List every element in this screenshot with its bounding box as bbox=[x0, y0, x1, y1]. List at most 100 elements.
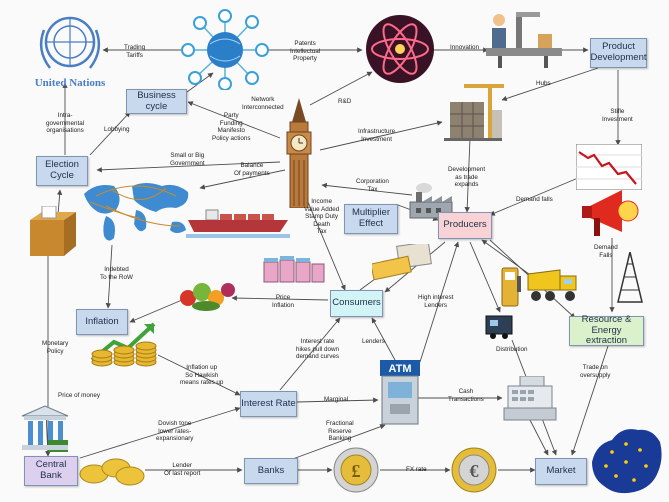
label-trading-tariffs: Trading Tariffs bbox=[124, 44, 146, 59]
arrow-producers-to-consumers bbox=[384, 241, 446, 293]
label-demand-falls-2: Demand Falls bbox=[594, 244, 618, 259]
oil-derrick-icon bbox=[617, 252, 643, 303]
arrow-bigben-to-consumers bbox=[307, 201, 346, 291]
cargo-ship-icon bbox=[186, 209, 290, 238]
label-small-big-government: Small or Big Government bbox=[170, 152, 205, 167]
node-consumers[interactable]: Consumers bbox=[330, 290, 383, 317]
declining-chart-icon bbox=[576, 144, 642, 190]
label-lenders: Lenders bbox=[362, 338, 385, 345]
megaphone-icon bbox=[582, 190, 639, 236]
gold-coins-icon bbox=[79, 458, 145, 486]
shopping-coupon-icon bbox=[372, 244, 432, 280]
node-multiplier-effect[interactable]: Multiplier Effect bbox=[344, 204, 398, 234]
arrow-ballot-to-election bbox=[56, 189, 63, 216]
label-trade-oversupply: Trade on oversupply bbox=[580, 364, 611, 379]
arrow-resource-to-market bbox=[570, 345, 609, 456]
label-marginal: Marginal bbox=[324, 396, 349, 403]
petrol-pump-icon bbox=[501, 267, 521, 307]
vegetables-icon bbox=[180, 283, 235, 311]
svg-text:£: £ bbox=[352, 461, 361, 481]
arrow-construction-to-producers bbox=[464, 137, 471, 213]
arrow-atm-to-consumers bbox=[371, 317, 396, 361]
gold-coins-stack-icon bbox=[90, 322, 157, 367]
label-corporation-tax: Corporation Tax bbox=[356, 178, 389, 193]
label-rate-hikes: Interest rate hikes pull down demand cur… bbox=[296, 338, 340, 361]
label-stifle-investment: Stifle Investment bbox=[602, 108, 633, 123]
arrow-banks-to-atm bbox=[289, 424, 386, 461]
construction-site-icon bbox=[444, 84, 504, 141]
label-monetary-policy: Monetary Policy bbox=[42, 340, 69, 355]
arrow-map-to-inflation bbox=[105, 244, 113, 309]
label-taxes: Income Value Added Stamp Duty Death Tax bbox=[304, 198, 340, 236]
arrow-consumers-to-vegetables bbox=[231, 295, 329, 301]
atom-icon bbox=[366, 15, 434, 83]
label-infrastructure: Infrastructure Investment bbox=[358, 128, 396, 143]
node-market[interactable]: Market bbox=[535, 458, 587, 485]
un-emblem-icon: United Nations bbox=[35, 16, 106, 89]
svg-text:€: € bbox=[470, 461, 479, 481]
node-business-cycle[interactable]: Business cycle bbox=[126, 89, 187, 114]
node-banks[interactable]: Banks bbox=[244, 458, 298, 484]
label-distribution: Distribution bbox=[496, 346, 528, 353]
assembly-factory-icon bbox=[486, 12, 562, 68]
cash-register-icon bbox=[503, 376, 557, 421]
label-lender-last-report: Lender Of last report bbox=[164, 462, 201, 477]
label-price-of-money: Price of money bbox=[58, 392, 100, 399]
label-patents: Patents Intellectual Property bbox=[290, 40, 321, 63]
arrow-register-to-market bbox=[529, 419, 549, 456]
svg-text:ATM: ATM bbox=[388, 363, 411, 375]
node-interest-rate[interactable]: Interest Rate bbox=[240, 391, 297, 417]
arrow-election-to-business bbox=[89, 111, 131, 156]
euro-coin-icon: € bbox=[451, 447, 497, 493]
svg-text:United Nations: United Nations bbox=[35, 77, 106, 89]
network-globe-icon bbox=[181, 9, 269, 90]
label-intra-governmental: Intra- governmental organisations bbox=[46, 112, 85, 135]
arrow-centralbank-to-interest bbox=[79, 406, 241, 459]
ballot-box-icon bbox=[30, 206, 76, 256]
label-price-inflation: Price Inflation bbox=[272, 294, 295, 309]
node-inflation[interactable]: Inflation bbox=[76, 309, 128, 335]
dump-truck-icon bbox=[527, 269, 577, 301]
arrow-bigben-to-map bbox=[199, 169, 286, 190]
node-producers[interactable]: Producers bbox=[438, 212, 492, 239]
arrow-producers-to-truck bbox=[469, 241, 501, 313]
eu-map-icon bbox=[592, 429, 662, 494]
label-high-interest: High interest Lenders bbox=[418, 294, 454, 309]
node-election-cycle[interactable]: Election Cycle bbox=[36, 156, 88, 186]
node-product-development[interactable]: Product Development bbox=[590, 38, 647, 68]
label-network-interconnected: Network Interconnected bbox=[242, 96, 284, 111]
arrow-vegetables-to-inflation bbox=[129, 299, 183, 323]
arrow-chart-to-producers bbox=[489, 177, 579, 216]
arrow-smokestack-to-bigben bbox=[321, 182, 413, 196]
label-fractional-reserve: Fractional Reserve Banking bbox=[326, 420, 354, 443]
big-ben-icon bbox=[286, 98, 312, 208]
arrow-inflation-to-interest bbox=[157, 354, 241, 396]
atm-machine-icon: ATM bbox=[380, 360, 420, 425]
bank-pillars-icon bbox=[21, 405, 69, 452]
label-hubs: Hubs bbox=[536, 80, 551, 87]
arrow-bigben-to-atom bbox=[309, 71, 373, 106]
arrow-interest-to-atm bbox=[296, 397, 379, 403]
node-central-bank[interactable]: Central Bank bbox=[24, 456, 78, 486]
label-balance-of-payments: Balance Of payments bbox=[234, 162, 270, 177]
product-crates-icon bbox=[263, 256, 325, 283]
label-dovish-tone: Dovish tone lower rates- expansionary bbox=[156, 420, 194, 443]
node-resource-energy-extraction[interactable]: Resource & Energy extraction bbox=[569, 314, 644, 346]
label-innovation: Innovation bbox=[450, 44, 480, 51]
label-inflation-up: Inflation up So Hawkish means rates up bbox=[180, 364, 224, 387]
freight-train-icon bbox=[485, 315, 513, 339]
arrow-bank-to-producers bbox=[419, 241, 460, 363]
world-trade-map-icon bbox=[84, 183, 189, 241]
label-indebted: Indebted To the RoW bbox=[100, 266, 133, 281]
label-cash-transactions: Cash Transactions bbox=[448, 388, 484, 403]
label-fx-rate: FX rate bbox=[406, 466, 427, 473]
label-lobbying: Lobbying bbox=[104, 126, 130, 133]
arrow-bigben-to-election bbox=[96, 161, 281, 173]
pound-coin-icon: £ bbox=[333, 447, 379, 493]
label-demand-falls-1: Demand falls bbox=[516, 196, 553, 203]
arrow-bigben-to-construction bbox=[319, 120, 443, 151]
arrow-bigben-to-business bbox=[187, 101, 281, 139]
label-rd: R&D bbox=[338, 98, 352, 105]
